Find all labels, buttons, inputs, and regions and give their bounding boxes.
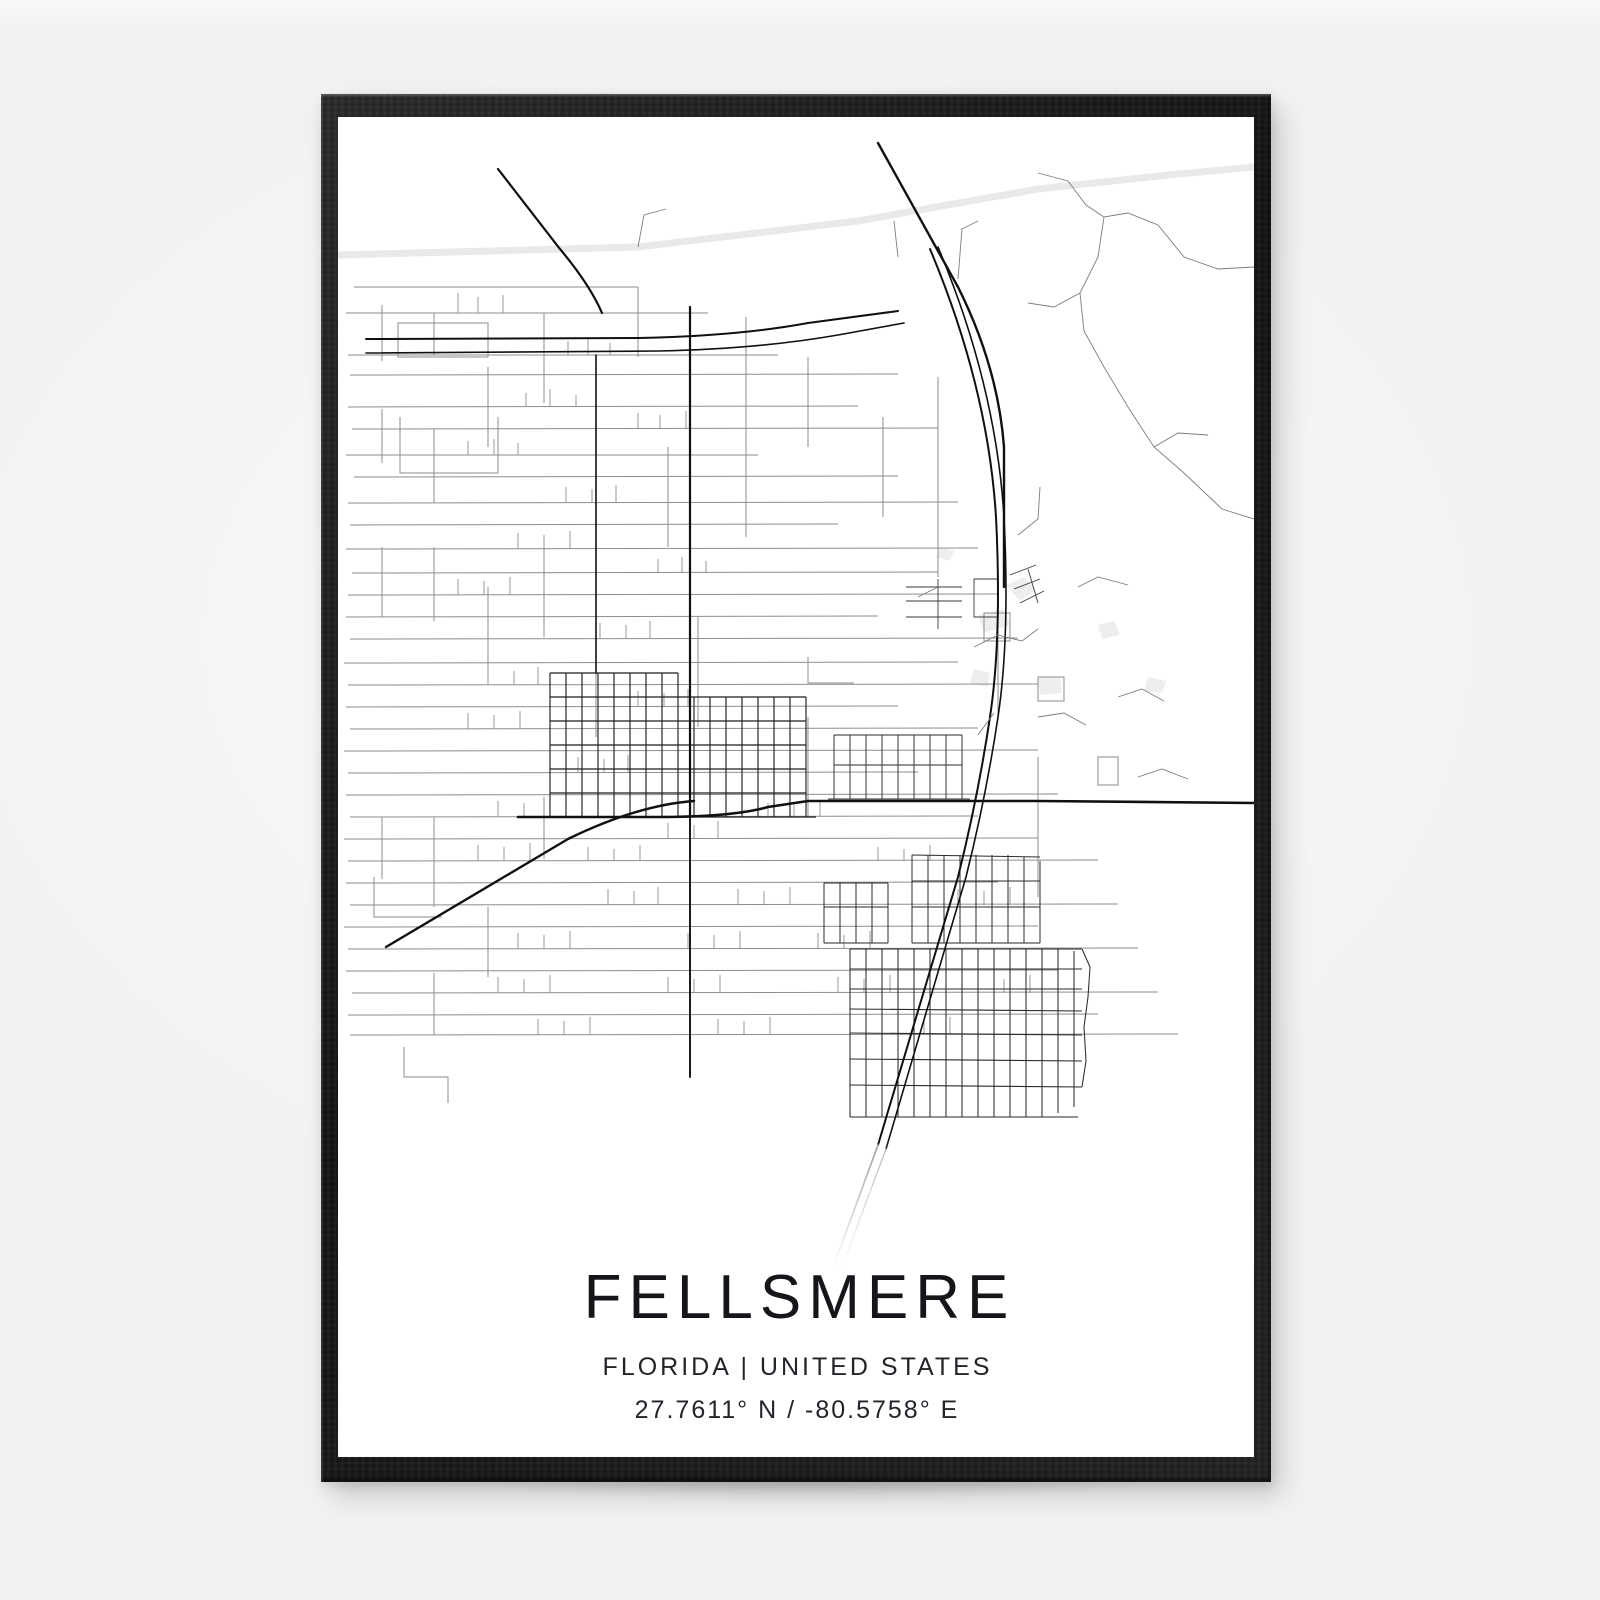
northeast-rural-tracks <box>637 172 1254 780</box>
street-map-svg <box>338 117 1254 1267</box>
poster-caption: FELLSMERE FLORIDA | UNITED STATES 27.761… <box>338 1267 1254 1425</box>
downtown-grid <box>536 672 816 818</box>
coordinates-line: 27.7611° N / -80.5758° E <box>634 1396 960 1424</box>
poster-paper: FELLSMERE FLORIDA | UNITED STATES 27.761… <box>338 117 1254 1457</box>
east-block-grid-lower <box>849 948 1091 1118</box>
region-line: FLORIDA | UNITED STATES <box>602 1353 993 1381</box>
east-block-grid-small <box>823 882 889 944</box>
downtown-east-grid <box>828 734 970 800</box>
map-canvas <box>338 117 1254 1267</box>
land-parcels <box>936 547 1166 695</box>
picture-frame: FELLSMERE FLORIDA | UNITED STATES 27.761… <box>321 94 1271 1482</box>
city-name: FELLSMERE <box>583 1263 1016 1332</box>
east-block-grid-upper <box>911 854 1041 944</box>
canal-band <box>338 163 1254 259</box>
major-roads <box>365 141 1254 1267</box>
